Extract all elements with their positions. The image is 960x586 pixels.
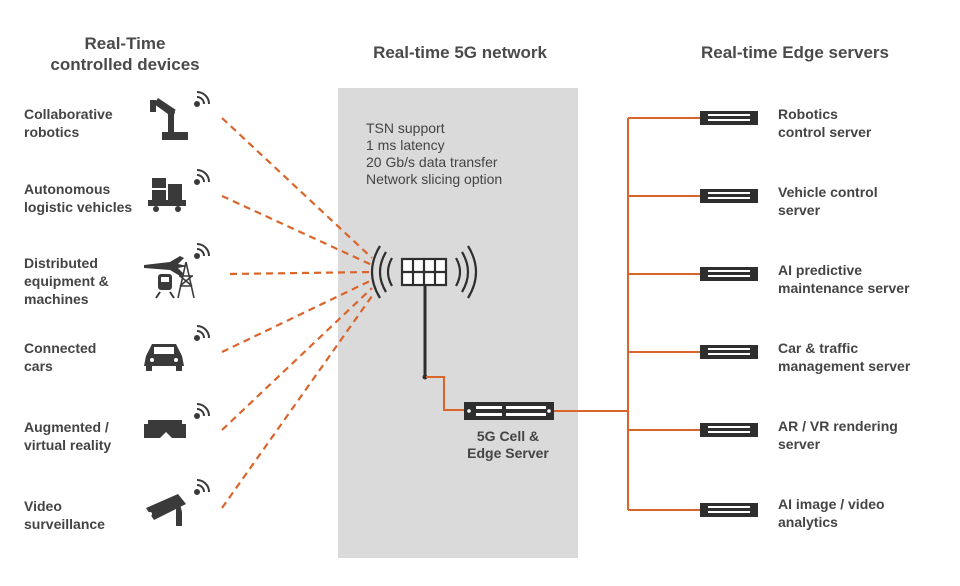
feature-data-transfer: 20 Gb/s data transfer xyxy=(366,154,498,170)
wifi-icon xyxy=(194,243,210,259)
wifi-icon xyxy=(194,91,210,107)
feature-network-slicing: Network slicing option xyxy=(366,171,503,187)
feature-tsn: TSN support xyxy=(366,120,445,136)
wifi-signals xyxy=(194,91,210,495)
vr-headset-icon xyxy=(144,420,186,438)
device-label-robotics: Collaborative robotics xyxy=(24,106,113,140)
wifi-icon xyxy=(194,169,210,185)
plane-train-tower-icon xyxy=(144,256,188,299)
link-surveillance xyxy=(221,295,373,509)
link-logistics xyxy=(221,195,373,266)
logistics-vehicle-icon xyxy=(148,178,186,212)
server-label-traffic: Car & traffic management server xyxy=(778,340,911,374)
network-features: TSN support 1 ms latency 20 Gb/s data tr… xyxy=(366,120,502,188)
server-label-ai-video: AI image / video analytics xyxy=(778,496,885,530)
car-icon xyxy=(144,344,184,371)
devices-column-title: Real-Time controlled devices xyxy=(50,34,200,74)
server-links xyxy=(554,117,700,511)
network-column-title: Real-time 5G network xyxy=(373,43,547,62)
server-icon-vehicle xyxy=(700,189,758,203)
server-icon-ai-maintenance xyxy=(700,267,758,281)
server-icon-traffic xyxy=(700,345,758,359)
link-vr xyxy=(221,287,373,431)
server-label-robotics: Robotics control server xyxy=(778,106,872,140)
device-label-surveillance: Video surveillance xyxy=(24,498,105,532)
feature-latency: 1 ms latency xyxy=(366,137,445,153)
edge-server-icon xyxy=(464,402,554,420)
servers-column-title: Real-time Edge servers xyxy=(700,43,890,62)
robot-arm-icon xyxy=(150,98,188,140)
network-panel xyxy=(338,88,578,558)
server-icon-ar-vr xyxy=(700,423,758,437)
device-label-cars: Connected cars xyxy=(24,340,97,374)
wifi-icon xyxy=(194,479,210,495)
link-robotics xyxy=(221,117,373,259)
server-label-ar-vr: AR / VR rendering server xyxy=(778,418,898,452)
edge-server-label: 5G Cell & Edge Server xyxy=(467,428,549,461)
power-tower-icon xyxy=(177,261,195,299)
security-camera-icon xyxy=(146,494,186,526)
server-label-vehicle: Vehicle control server xyxy=(778,184,878,218)
link-cars xyxy=(221,279,373,353)
server-icon-ai-video xyxy=(700,503,758,517)
server-label-ai-maintenance: AI predictive maintenance server xyxy=(778,262,910,296)
server-icons xyxy=(700,111,758,517)
server-icon-robotics xyxy=(700,111,758,125)
wifi-icon xyxy=(194,403,210,419)
device-label-logistics: Autonomous logistic vehicles xyxy=(24,181,133,215)
antenna-icon xyxy=(370,245,478,299)
device-label-vr: Augmented / virtual reality xyxy=(24,419,112,453)
device-label-equipment: Distributed equipment & machines xyxy=(24,255,109,307)
mast-to-edge-link xyxy=(426,376,464,411)
wifi-icon xyxy=(194,325,210,341)
link-equipment xyxy=(229,270,373,276)
